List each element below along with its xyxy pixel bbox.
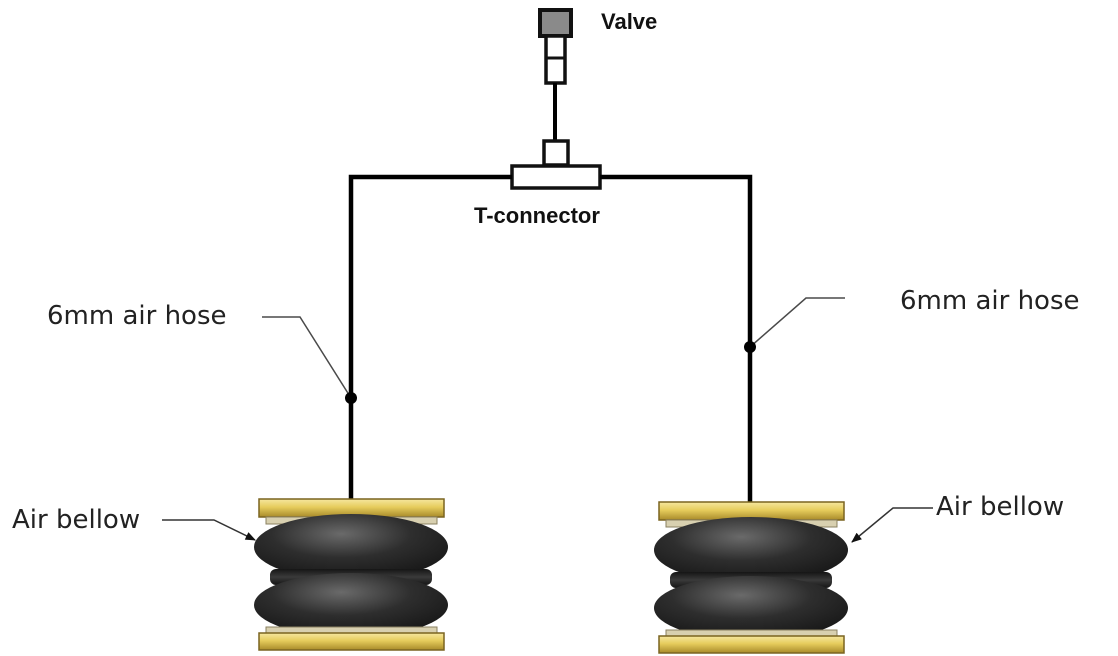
valve [538, 8, 573, 85]
right-bellow-leader [851, 507, 933, 543]
left-air-bellow [254, 498, 448, 651]
left-upper-convolution [254, 514, 448, 580]
valve-cap [538, 8, 573, 38]
left-hose-point [345, 392, 357, 404]
valve-label: Valve [601, 9, 658, 34]
right-bellow-label: Air bellow [936, 492, 1065, 522]
t-connector-body [510, 164, 602, 190]
right-lower-convolution [654, 576, 848, 640]
left-lower-convolution [254, 573, 448, 637]
right-hose-leader [744, 297, 845, 353]
right-air-bellow [654, 501, 848, 654]
t-connector [510, 139, 602, 190]
left-bottom-plate [258, 632, 445, 651]
left-hose-label: 6mm air hose [47, 301, 227, 331]
right-hose-label: 6mm air hose [900, 286, 1080, 316]
left-bellow-label: Air bellow [12, 505, 141, 535]
left-bellow-leader [162, 519, 256, 541]
right-bottom-plate [658, 635, 845, 654]
t-connector-stem [542, 139, 570, 167]
right-hose-point [744, 341, 756, 353]
left-hose-leader [262, 316, 357, 404]
right-hose [600, 174, 753, 504]
right-upper-convolution [654, 517, 848, 583]
t-connector-label: T-connector [474, 203, 600, 228]
